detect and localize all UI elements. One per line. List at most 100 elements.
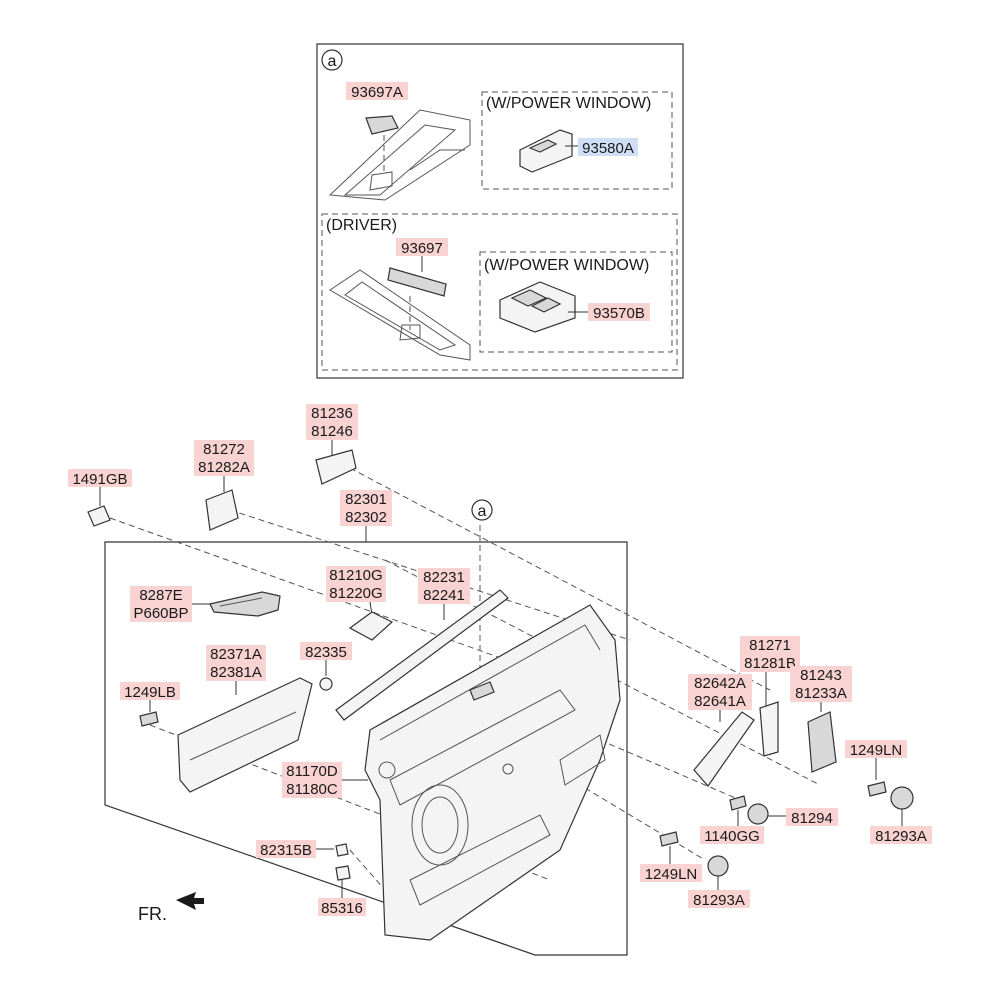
clip-85316 — [335, 865, 351, 881]
label-81272: 81272 — [203, 441, 245, 458]
trim-82642a — [693, 711, 755, 787]
clip-1491gb — [87, 505, 111, 527]
driver-option-label: (W/POWER WINDOW) — [484, 257, 649, 274]
label-81282a: 81282A — [198, 459, 250, 476]
label-82371a: 82371A — [210, 646, 262, 663]
driver-box — [321, 213, 678, 371]
switch-cover-93697 — [387, 267, 447, 297]
label-85316: 85316 — [321, 900, 363, 917]
driver-label: (DRIVER) — [326, 217, 397, 234]
label-81210g: 81210G — [329, 567, 382, 584]
cover-81243 — [807, 711, 837, 773]
bracket-81236 — [315, 449, 357, 485]
clip-82315b — [335, 843, 349, 857]
label-81236: 81236 — [311, 405, 353, 422]
label-82302: 82302 — [345, 509, 387, 526]
label-82315b: 82315B — [260, 842, 312, 859]
label-81233a: 81233A — [795, 685, 847, 702]
label-bg — [120, 682, 180, 700]
door-trim-panel — [364, 604, 621, 941]
front-arrow-icon — [176, 892, 204, 910]
switch-cover-93697a — [365, 115, 399, 135]
label-1249lb: 1249LB — [124, 684, 176, 701]
driver-option-box — [479, 251, 673, 353]
label-bg — [418, 568, 470, 604]
label-p660bp: P660BP — [133, 605, 188, 622]
front-direction-label: FR. — [138, 904, 167, 924]
label-1249ln-right: 1249LN — [850, 742, 903, 759]
callout-circle-a — [471, 499, 493, 521]
label-82231: 82231 — [423, 569, 465, 586]
label-bg — [578, 138, 638, 156]
label-81180c: 81180C — [286, 781, 338, 798]
cap-81294 — [747, 803, 769, 825]
label-bg — [130, 586, 192, 622]
label-93697: 93697 — [401, 240, 443, 257]
label-bg — [700, 826, 764, 844]
label-81281b: 81281B — [744, 655, 796, 672]
label-bg — [282, 762, 342, 798]
label-bg — [688, 674, 752, 710]
label-82241: 82241 — [423, 587, 465, 604]
label-bg — [326, 566, 386, 602]
label-81294: 81294 — [791, 810, 833, 827]
label-bg — [68, 469, 132, 487]
label-1249ln-bottom: 1249LN — [645, 866, 698, 883]
label-bg — [688, 890, 750, 908]
cap-81293a-right — [890, 786, 914, 810]
inset-detail-a: a 93697A (W/POWER WINDOW) 93580A (DRIVER… — [316, 43, 684, 379]
label-1491gb: 1491GB — [72, 471, 127, 488]
power-window-switch-93580a — [519, 129, 573, 173]
bezel-81210g — [348, 611, 394, 641]
label-81243: 81243 — [800, 667, 842, 684]
weatherstrip-82231 — [335, 589, 509, 721]
top-option-box — [481, 91, 673, 190]
screw-1249ln-bottom — [659, 831, 679, 847]
label-bg — [340, 490, 392, 526]
label-81170d: 81170D — [286, 763, 338, 780]
label-bg — [194, 440, 254, 476]
bracket-81272 — [205, 489, 239, 531]
label-bg — [870, 826, 932, 844]
driver-armrest-sketch — [329, 269, 471, 361]
label-1140gg: 1140GG — [704, 828, 760, 845]
bracket-81271 — [759, 701, 779, 757]
grommet-82335 — [319, 677, 333, 691]
label-bg — [588, 303, 650, 321]
screw-1249ln-right — [867, 781, 887, 797]
label-93570b: 93570B — [593, 305, 645, 322]
power-window-switch-93570b — [499, 281, 576, 333]
label-bg — [300, 642, 352, 660]
label-bg — [396, 238, 448, 256]
cap-81293a-bottom — [707, 855, 729, 877]
inset-frame — [316, 43, 684, 379]
map-pocket-82371a — [177, 677, 313, 793]
label-bg — [206, 645, 266, 681]
assembly-frame — [104, 541, 628, 956]
inset-callout-circle — [321, 49, 343, 71]
label-bg — [845, 740, 907, 758]
label-93580a: 93580A — [582, 140, 634, 157]
inset-callout-letter: a — [328, 53, 337, 70]
door-handle-8287e — [209, 591, 281, 617]
label-bg — [790, 666, 852, 702]
label-81293a-right: 81293A — [875, 828, 927, 845]
label-82641a: 82641A — [694, 693, 746, 710]
label-8287e: 8287E — [139, 587, 182, 604]
label-81246: 81246 — [311, 423, 353, 440]
label-81293a-bottom: 81293A — [693, 892, 745, 909]
label-bg — [786, 808, 838, 826]
callout-letter-a: a — [478, 503, 487, 520]
label-82335: 82335 — [305, 644, 347, 661]
label-bg — [318, 898, 366, 916]
label-81271: 81271 — [749, 637, 791, 654]
screw-1249lb — [139, 711, 159, 727]
screw-1140gg — [729, 795, 747, 811]
label-82642a: 82642A — [694, 675, 746, 692]
label-bg — [346, 82, 408, 100]
label-81220g: 81220G — [329, 585, 382, 602]
label-82381a: 82381A — [210, 664, 262, 681]
top-option-label: (W/POWER WINDOW) — [486, 95, 651, 112]
top-armrest-sketch — [328, 109, 471, 201]
